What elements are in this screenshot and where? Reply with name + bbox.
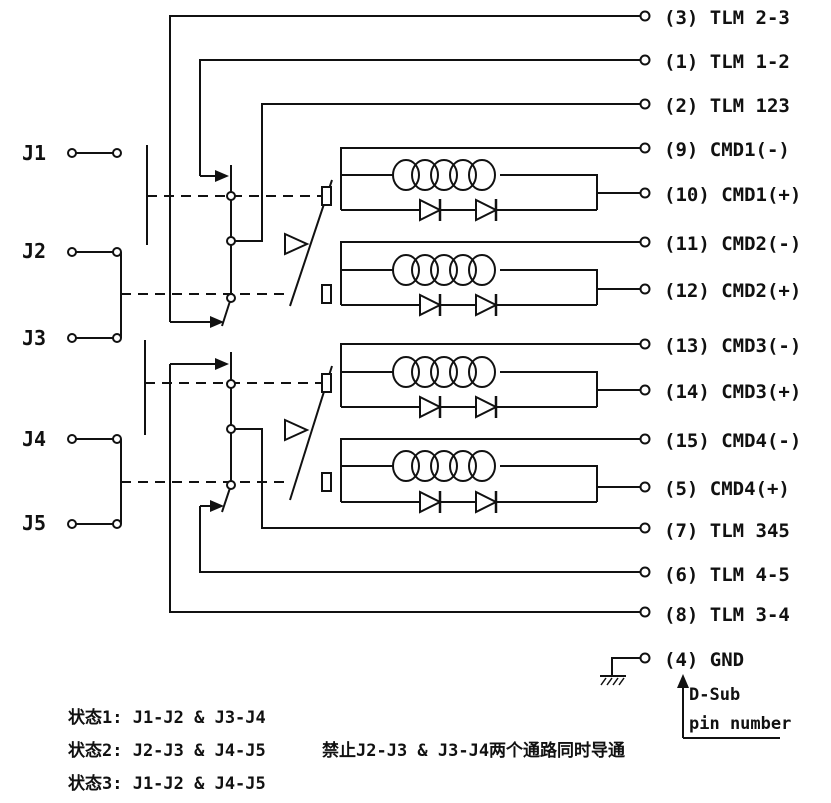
state-3-note: 状态3: J1-J2 & J4-J5 (68, 773, 266, 794)
pin-label-tlm-4-5: (6) TLM 4-5 (664, 564, 790, 586)
terminal-icon (639, 98, 651, 110)
pin-label-cmd1-pos: (10) CMD1(+) (664, 184, 801, 206)
pin-label-tlm-123: (2) TLM 123 (664, 95, 790, 117)
terminal-icon (639, 10, 651, 22)
terminal-icon (639, 566, 651, 578)
pin-label-cmd1-neg: (9) CMD1(-) (664, 139, 790, 161)
coil-block-3 (340, 343, 640, 419)
jumper-label-j5: J5 (22, 511, 46, 535)
diode-icon (419, 293, 443, 317)
pin-labels: (3) TLM 2-3 (1) TLM 1-2 (2) TLM 123 (9) … (664, 7, 801, 671)
terminal-icon (112, 519, 122, 529)
coil-block-4 (340, 438, 640, 514)
pin-label-tlm-1-2: (1) TLM 1-2 (664, 51, 790, 73)
warning-note: 禁止J2-J3 & J3-J4两个通路同时导通 (322, 740, 625, 761)
terminal-icon (112, 333, 122, 343)
pin-label-tlm-345: (7) TLM 345 (664, 520, 790, 542)
diode-icon (419, 198, 443, 222)
terminal-icon (639, 522, 651, 534)
terminal-icon (639, 384, 651, 396)
state-notes: 状态1: J1-J2 & J3-J4 状态2: J2-J3 & J4-J5 状态… (68, 707, 625, 794)
relay-1-linkage (121, 145, 333, 307)
terminal-icon (639, 236, 651, 248)
coil-block-2 (340, 241, 640, 317)
terminal-icon (639, 283, 651, 295)
pin-label-tlm-2-3: (3) TLM 2-3 (664, 7, 790, 29)
jumper-label-j1: J1 (22, 141, 46, 165)
terminal-icon (639, 54, 651, 66)
terminal-icon (67, 519, 77, 529)
state-1-note: 状态1: J1-J2 & J3-J4 (68, 707, 266, 728)
pin-label-cmd2-neg: (11) CMD2(-) (664, 233, 801, 255)
jumper-label-j2: J2 (22, 239, 46, 263)
terminal-icon (639, 142, 651, 154)
diode-icon (475, 198, 499, 222)
jumper-terminals: J1 J2 J3 J4 J5 (22, 141, 122, 535)
ground-icon (600, 657, 641, 686)
relay-2-contacts (169, 352, 640, 613)
terminal-icon (67, 148, 77, 158)
terminal-icon (112, 247, 122, 257)
terminal-icon (639, 652, 651, 664)
terminal-icon (67, 434, 77, 444)
pin-label-cmd3-neg: (13) CMD3(-) (664, 335, 801, 357)
coil-block-1 (340, 147, 640, 222)
pin-label-cmd4-pos: (5) CMD4(+) (664, 478, 790, 500)
pin-label-cmd2-pos: (12) CMD2(+) (664, 280, 801, 302)
dsub-annotation: D-Sub pin number (677, 674, 791, 739)
diode-icon (475, 395, 499, 419)
state-2-note: 状态2: J2-J3 & J4-J5 (68, 740, 266, 761)
pin-label-gnd: (4) GND (664, 649, 744, 671)
diode-icon (475, 490, 499, 514)
pin-label-cmd3-pos: (14) CMD3(+) (664, 381, 801, 403)
terminal-icon (67, 247, 77, 257)
coil-icon (392, 356, 496, 388)
jumper-label-j4: J4 (22, 427, 46, 451)
terminal-icon (639, 433, 651, 445)
dsub-label-line1: D-Sub (689, 685, 740, 705)
dsub-label-line2: pin number (689, 714, 791, 734)
terminal-icon (639, 187, 651, 199)
pin-label-cmd4-neg: (15) CMD4(-) (664, 430, 801, 452)
coil-icon (392, 159, 496, 191)
terminal-icon (67, 333, 77, 343)
jumper-label-j3: J3 (22, 326, 46, 350)
terminal-icon (639, 606, 651, 618)
coil-blocks (340, 147, 640, 514)
coil-icon (392, 450, 496, 482)
diode-icon (419, 395, 443, 419)
terminal-icon (112, 434, 122, 444)
pin-label-tlm-3-4: (8) TLM 3-4 (664, 604, 790, 626)
terminal-icon (112, 148, 122, 158)
pin-terminals (639, 10, 651, 664)
diode-icon (475, 293, 499, 317)
diode-icon (419, 490, 443, 514)
coil-icon (392, 254, 496, 286)
terminal-icon (639, 338, 651, 350)
terminal-icon (639, 481, 651, 493)
relay-1-contacts (169, 15, 640, 328)
